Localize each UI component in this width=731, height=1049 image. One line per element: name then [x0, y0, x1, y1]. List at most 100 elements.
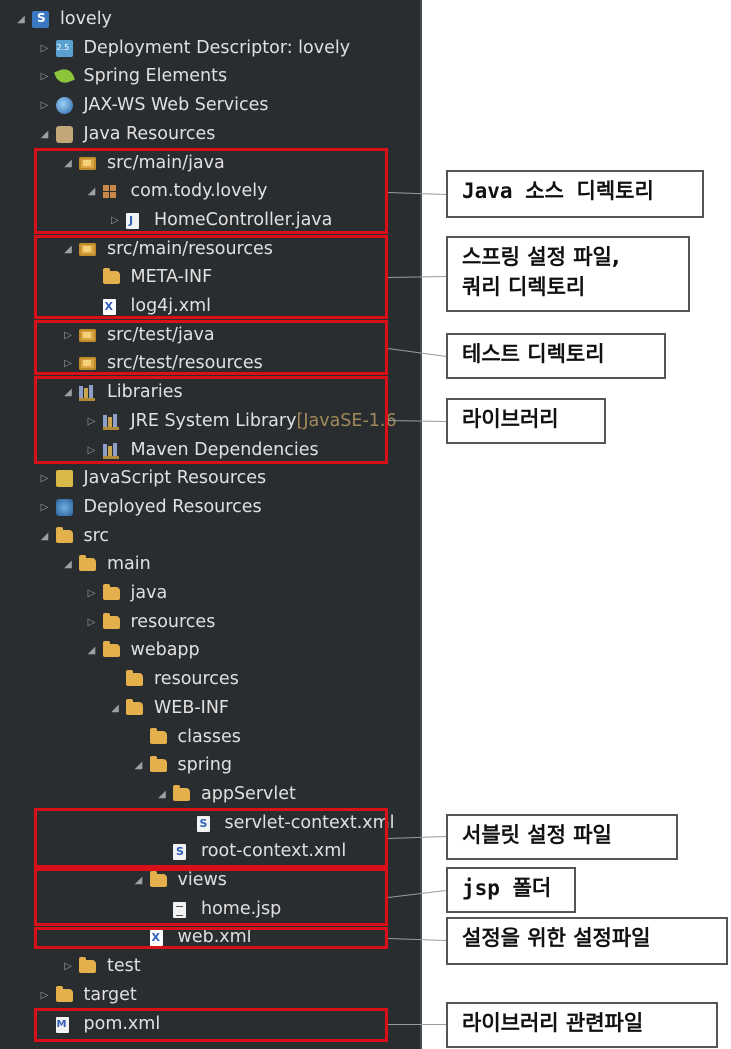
- tree-item-label: JRE System Library: [130, 410, 297, 431]
- collapsed-twisty-icon[interactable]: ▷: [111, 214, 119, 226]
- tree-item-label: HomeController.java: [154, 209, 333, 230]
- expanded-twisty-icon[interactable]: ◢: [134, 760, 143, 772]
- expanded-twisty-icon[interactable]: ◢: [64, 157, 72, 169]
- tree-item[interactable]: classes: [0, 723, 420, 752]
- tree-item-label: Java Resources: [83, 123, 216, 144]
- tree-item[interactable]: ▷Deployed Resources: [0, 493, 420, 522]
- tree-item[interactable]: home.jsp: [0, 895, 420, 924]
- tree-item[interactable]: ▷ JavaScript Resources: [0, 464, 420, 493]
- expanded-twisty-icon[interactable]: ◢: [64, 387, 72, 399]
- highlight-box: [34, 808, 388, 868]
- tree-item[interactable]: ▷Deployment Descriptor: lovely: [0, 33, 420, 63]
- source-folder-icon: [79, 328, 96, 342]
- expanded-twisty-icon[interactable]: ◢: [40, 530, 49, 542]
- package-icon: [102, 185, 116, 199]
- tree-item-label: src/test/java: [107, 324, 215, 345]
- tree-item[interactable]: ◢ Java Resources: [0, 120, 420, 149]
- tree-item[interactable]: ▷resources: [0, 608, 420, 637]
- tree-item-label: Maven Dependencies: [130, 439, 319, 460]
- collapsed-twisty-icon[interactable]: ▷: [40, 989, 49, 1001]
- spring-folder-icon: [55, 526, 73, 543]
- folder-icon: [79, 957, 96, 974]
- collapsed-twisty-icon[interactable]: ▷: [64, 329, 72, 341]
- tree-item-label: java: [130, 583, 168, 603]
- expanded-twisty-icon[interactable]: ◢: [111, 702, 119, 714]
- callout-label: 스프링 설정 파일, 쿼리 디렉토리: [446, 236, 690, 312]
- tree-item[interactable]: ▷ JAX-WS Web Services: [0, 91, 420, 120]
- tree-item[interactable]: ◢appServlet: [0, 780, 420, 809]
- tree-item[interactable]: META-INF: [0, 263, 420, 292]
- highlight-box: [34, 868, 388, 926]
- tree-item[interactable]: resources: [0, 665, 420, 694]
- tree-item[interactable]: ◢src/main/java: [0, 149, 420, 178]
- tree-item[interactable]: ◢ src: [0, 522, 420, 551]
- tree-item[interactable]: ◢Libraries: [0, 378, 420, 407]
- tree-item[interactable]: ▷ src/test/resources: [0, 349, 420, 378]
- tree-item[interactable]: ▷test: [0, 952, 420, 981]
- spring-folder-icon: [149, 756, 167, 773]
- tree-item-label: classes: [177, 726, 241, 747]
- tree-item-label: Spring Elements: [83, 66, 228, 87]
- collapsed-twisty-icon[interactable]: ▷: [64, 358, 72, 370]
- tree-item[interactable]: web.xml: [0, 923, 420, 952]
- tree-item[interactable]: ◢ spring: [0, 751, 420, 780]
- folder-icon: [102, 612, 120, 629]
- highlight-box: [34, 1008, 388, 1042]
- deployment-descriptor-icon: [55, 33, 73, 62]
- tree-item[interactable]: ▷JRE System Library[JavaSE-1.6: [0, 407, 420, 436]
- tree-item[interactable]: root-context.xml: [0, 837, 420, 866]
- folder-icon: [149, 727, 167, 744]
- expanded-twisty-icon[interactable]: ◢: [134, 875, 143, 886]
- collapsed-twisty-icon[interactable]: ▷: [87, 616, 96, 628]
- maven-project-icon: [32, 4, 49, 33]
- collapsed-twisty-icon[interactable]: ▷: [87, 588, 96, 599]
- collapsed-twisty-icon[interactable]: ▷: [40, 100, 49, 112]
- collapsed-twisty-icon[interactable]: ▷: [87, 415, 96, 427]
- spring-folder-icon: [173, 784, 190, 801]
- expanded-twisty-icon[interactable]: ◢: [64, 559, 72, 571]
- tree-item-label: JavaScript Resources: [83, 468, 267, 489]
- collapsed-twisty-icon[interactable]: ▷: [40, 501, 49, 513]
- callout-label: 라이브러리 관련파일: [446, 1002, 718, 1048]
- tree-item[interactable]: ◢ webapp: [0, 636, 420, 665]
- tree-item-label: src: [83, 525, 110, 546]
- tree-item[interactable]: servlet-context.xml: [0, 809, 420, 838]
- expanded-twisty-icon[interactable]: ◢: [158, 788, 166, 800]
- collapsed-twisty-icon[interactable]: ▷: [40, 42, 49, 54]
- tree-item[interactable]: ◢views: [0, 866, 420, 895]
- expanded-twisty-icon[interactable]: ◢: [40, 128, 49, 140]
- spring-xml-icon: [173, 837, 186, 866]
- tree-item[interactable]: ◢main: [0, 550, 420, 579]
- tree-item[interactable]: ◢WEB-INF: [0, 694, 420, 723]
- callout-connector: [388, 1024, 446, 1025]
- tree-item[interactable]: ▷ HomeController.java: [0, 206, 420, 235]
- tree-item-label: spring: [177, 755, 232, 776]
- collapsed-twisty-icon[interactable]: ▷: [40, 473, 49, 485]
- java-resources-icon: [55, 125, 73, 143]
- tree-item[interactable]: ▷target: [0, 981, 420, 1010]
- collapsed-twisty-icon[interactable]: ▷: [40, 71, 49, 83]
- expanded-twisty-icon[interactable]: ◢: [87, 186, 96, 198]
- expanded-twisty-icon[interactable]: ◢: [17, 14, 25, 25]
- tree-item-label: JAX-WS Web Services: [83, 95, 269, 116]
- tree-item[interactable]: ▷ java: [0, 579, 420, 608]
- tree-item[interactable]: pom.xml: [0, 1010, 420, 1039]
- tree-item[interactable]: ◢src/main/resources: [0, 235, 420, 264]
- libraries-icon: [79, 384, 96, 402]
- highlight-box: [34, 148, 388, 234]
- tree-item[interactable]: ◢lovely: [0, 4, 420, 34]
- tree-item-label: webapp: [130, 640, 200, 661]
- tree-item-label: resources: [154, 669, 239, 690]
- tree-item[interactable]: ◢com.tody.lovely: [0, 177, 420, 206]
- spring-xml-icon: [196, 809, 210, 838]
- tree-item[interactable]: ▷ Maven Dependencies: [0, 436, 420, 465]
- tree-item[interactable]: log4j.xml: [0, 292, 420, 321]
- tree-item[interactable]: ▷ src/test/java: [0, 321, 420, 350]
- collapsed-twisty-icon[interactable]: ▷: [64, 961, 72, 973]
- spring-folder-icon: [79, 555, 96, 572]
- expanded-twisty-icon[interactable]: ◢: [87, 645, 96, 657]
- tree-item-label: src/test/resources: [107, 353, 263, 374]
- expanded-twisty-icon[interactable]: ◢: [64, 243, 72, 255]
- collapsed-twisty-icon[interactable]: ▷: [87, 444, 96, 456]
- tree-item[interactable]: ▷ Spring Elements: [0, 62, 420, 91]
